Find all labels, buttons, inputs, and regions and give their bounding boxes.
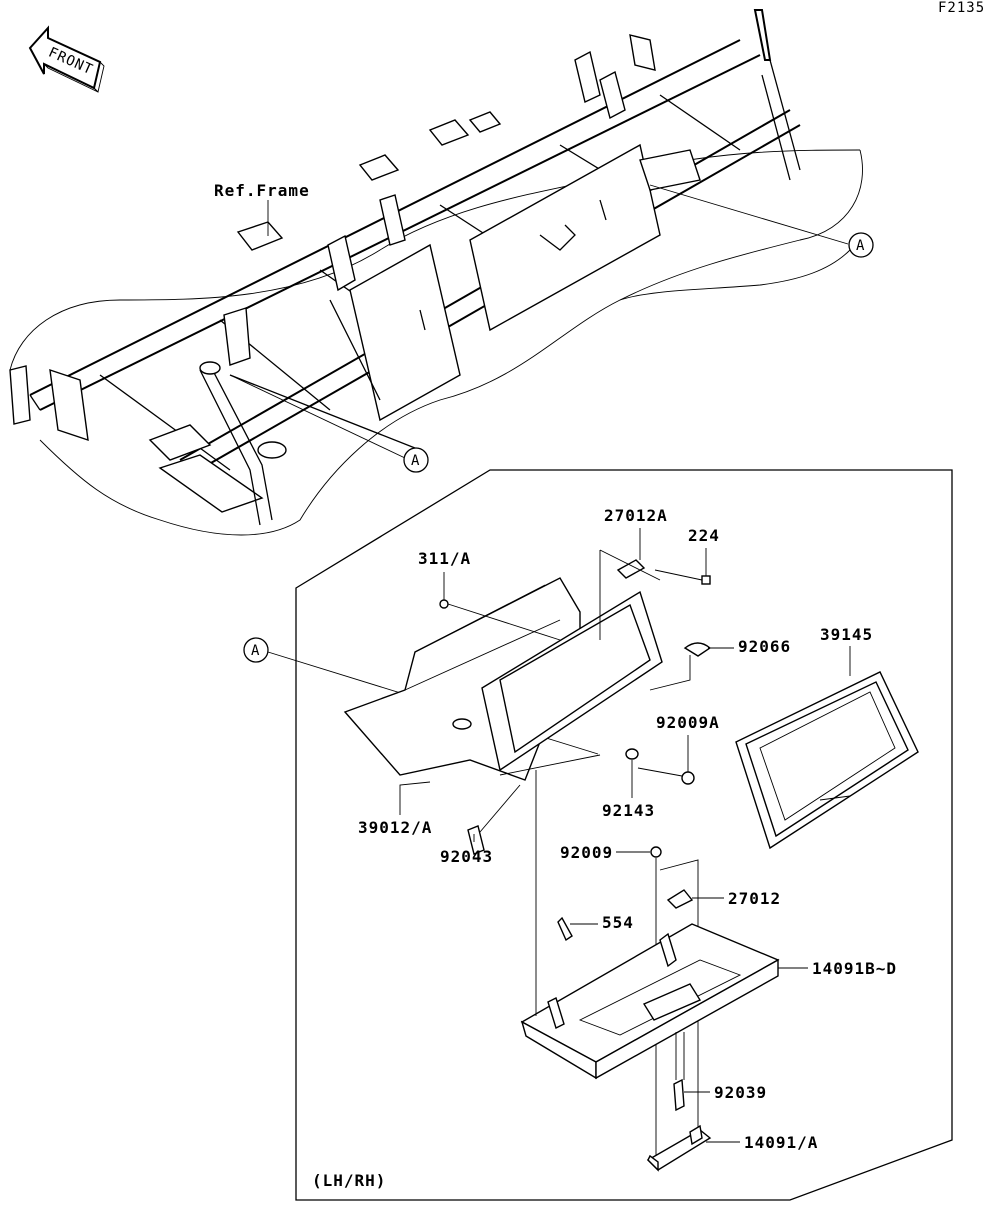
part-39012a-label: 39012/A <box>358 818 432 837</box>
vehicle-frame <box>9 9 863 536</box>
tray-part <box>520 923 780 1080</box>
part-27012a-label: 27012A <box>604 506 668 525</box>
part-14091a-label: 14091/A <box>744 1133 818 1152</box>
ref-frame-label: Ref.Frame <box>214 181 310 200</box>
part-92009-label: 92009 <box>560 843 613 862</box>
part-92143-label: 92143 <box>602 801 655 820</box>
part-554-label: 554 <box>602 913 634 932</box>
part-311a-label: 311/A <box>418 549 471 568</box>
part-92043-label: 92043 <box>440 847 493 866</box>
part-224-label: 224 <box>688 526 720 545</box>
part-92066-label: 92066 <box>738 637 791 656</box>
figure-code: F2135 <box>938 0 985 16</box>
detail-box <box>295 469 953 1201</box>
part-92039-label: 92039 <box>714 1083 767 1102</box>
part-39145-label: 39145 <box>820 625 873 644</box>
part-14091bd-label: 14091B~D <box>812 959 897 978</box>
glove-box-lid-part <box>735 671 919 850</box>
part-92009a-label: 92009A <box>656 713 720 732</box>
part-27012-label: 27012 <box>728 889 781 908</box>
front-direction-arrow: FRONT <box>28 25 105 93</box>
lh-rh-note: (LH/RH) <box>312 1171 386 1190</box>
callout-a-detail: A <box>251 643 260 659</box>
glove-box-housing <box>343 577 663 781</box>
callout-a-upper-right: A <box>856 238 865 254</box>
bracket-part <box>646 1124 712 1172</box>
callout-a-upper-center: A <box>411 453 420 469</box>
